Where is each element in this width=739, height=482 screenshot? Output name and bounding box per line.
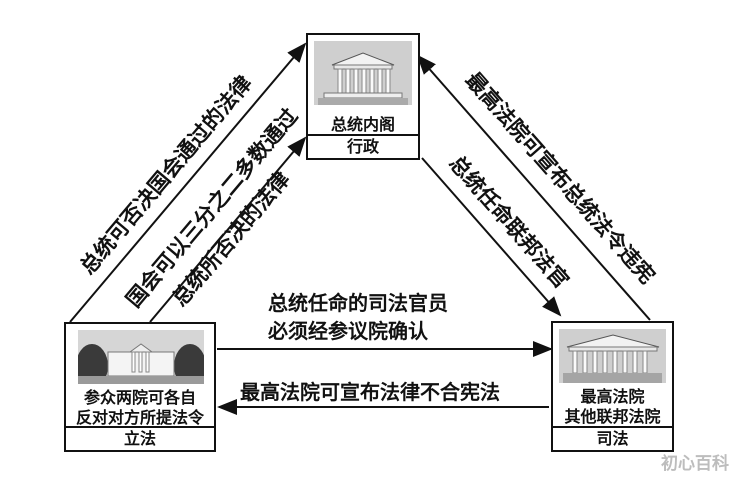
judicial-label: 司法 — [553, 426, 672, 450]
legislative-label: 立法 — [66, 426, 214, 450]
text-court-review-law: 最高法院可宣布法律不合宪法 — [240, 380, 500, 404]
supreme-court-building-image — [559, 329, 666, 383]
arrow-judicial-review-exec — [416, 54, 651, 321]
watermark: 初心百科 — [661, 454, 729, 474]
legislative-caption-line2: 反对对方所提法令 — [75, 408, 204, 427]
judicial-box: 最高法院 其他联邦法院 司法 — [551, 321, 674, 452]
white-house-image — [78, 330, 204, 384]
arrow-appoint-judges — [421, 157, 562, 317]
executive-caption: 总统内阁 — [330, 115, 395, 134]
judicial-caption-line2: 其他联邦法院 — [564, 407, 661, 426]
arrow-veto — [69, 42, 307, 323]
text-appointment-line1: 总统任命的司法官员 — [268, 291, 448, 315]
executive-box: 总统内阁 行政 — [306, 33, 420, 160]
legislative-caption-line1: 参众两院可各自 — [83, 388, 196, 407]
text-appointment-line2: 必须经参议院确认 — [268, 319, 428, 343]
supreme-court-building-image — [314, 41, 412, 105]
judicial-caption-line1: 最高法院 — [580, 387, 645, 406]
arrow-override — [149, 136, 307, 323]
executive-label: 行政 — [308, 134, 418, 158]
legislative-box: 参众两院可各自 反对对方所提法令 立法 — [64, 322, 216, 452]
